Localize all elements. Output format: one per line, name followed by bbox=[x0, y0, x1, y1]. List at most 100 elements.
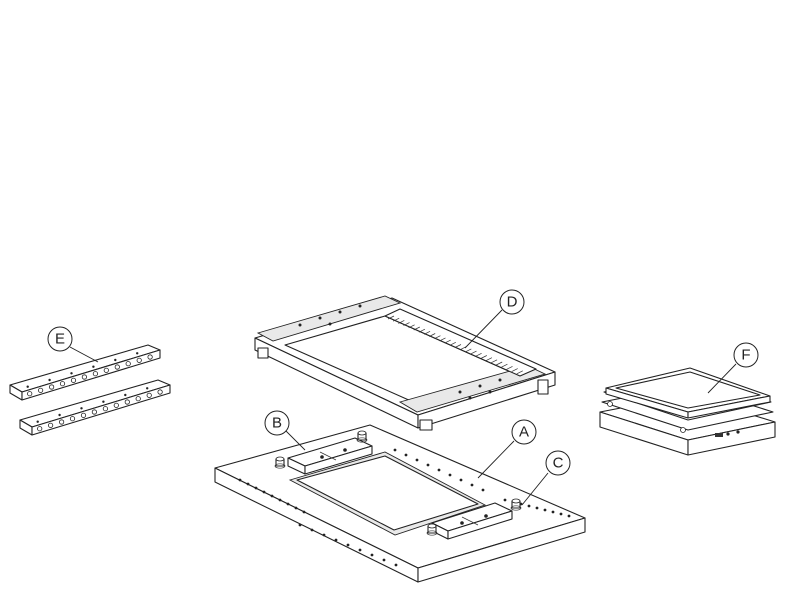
callout-f: F bbox=[707, 342, 759, 394]
rail-hole bbox=[113, 402, 119, 408]
rail-hole bbox=[70, 377, 77, 383]
rail-pin bbox=[124, 393, 127, 397]
rail-hole bbox=[80, 412, 87, 418]
frame-hole bbox=[318, 316, 322, 320]
frame-hole bbox=[338, 310, 342, 314]
plate-hole bbox=[404, 453, 408, 457]
callout-label-e: E bbox=[55, 331, 65, 348]
frame-tooth bbox=[434, 335, 441, 340]
plate-hole bbox=[370, 553, 374, 557]
rail-hole bbox=[124, 399, 130, 405]
standoff-top bbox=[427, 523, 437, 529]
rail-hole bbox=[147, 354, 153, 360]
frame-tooth bbox=[403, 322, 410, 326]
plate-hole bbox=[551, 510, 555, 514]
rail-hole bbox=[27, 391, 33, 397]
rail-pin bbox=[36, 420, 39, 423]
standoff-top bbox=[357, 430, 367, 436]
plate-hole bbox=[437, 468, 441, 472]
rail-hole bbox=[37, 387, 44, 393]
frame-tooth bbox=[387, 315, 395, 320]
rail-hole bbox=[69, 416, 76, 422]
plate-hole bbox=[543, 508, 547, 512]
plate-hole bbox=[448, 473, 452, 477]
rail-pin bbox=[146, 387, 149, 390]
frame-tooth bbox=[449, 341, 456, 346]
frame-tooth bbox=[475, 352, 482, 357]
frame-tooth bbox=[454, 344, 462, 348]
frame-tooth bbox=[439, 337, 446, 342]
frame-tooth bbox=[480, 355, 487, 359]
frame-tooth bbox=[423, 330, 431, 335]
plate-hole bbox=[415, 458, 419, 462]
rail-hole bbox=[135, 396, 141, 402]
plate-hole bbox=[393, 448, 397, 452]
callout-c: C bbox=[521, 450, 571, 506]
plate-hole bbox=[535, 506, 539, 510]
plate-hole bbox=[459, 478, 463, 482]
plate-hole bbox=[426, 463, 430, 467]
plate-hole bbox=[246, 482, 250, 486]
part-a-base-plate bbox=[214, 424, 586, 583]
frame-tooth bbox=[485, 357, 493, 362]
frame-hole bbox=[458, 390, 462, 394]
rail-hole bbox=[146, 392, 152, 398]
rail-pin bbox=[92, 365, 95, 368]
plate-hole bbox=[346, 543, 350, 547]
plate-hole bbox=[322, 533, 326, 537]
frame-hole bbox=[488, 390, 492, 394]
frame-tooth bbox=[444, 339, 451, 344]
frame-tooth bbox=[418, 328, 426, 333]
frame-tooth bbox=[490, 359, 498, 364]
frame-tooth bbox=[470, 350, 477, 355]
rail-pin bbox=[136, 352, 139, 355]
part-d-frame bbox=[254, 295, 556, 431]
frame-hole bbox=[298, 323, 302, 327]
frame-tooth bbox=[511, 368, 518, 372]
callout-label-a: A bbox=[519, 424, 529, 441]
callout-d: D bbox=[464, 289, 525, 349]
standoff-base bbox=[274, 463, 286, 469]
rail-hole bbox=[125, 361, 131, 367]
standoff-base bbox=[426, 530, 438, 536]
rail-hole bbox=[48, 384, 55, 390]
rail-pin bbox=[114, 358, 117, 362]
plate-hole bbox=[394, 563, 398, 567]
plate-hole bbox=[278, 498, 282, 502]
part-c-standoffs bbox=[274, 430, 522, 536]
frame-tooth bbox=[408, 324, 415, 329]
frame-hole bbox=[328, 322, 332, 326]
frame-tooth bbox=[393, 317, 400, 322]
plate-hole bbox=[567, 514, 571, 518]
plate-hole bbox=[310, 528, 314, 532]
callout-label-f: F bbox=[741, 347, 750, 364]
rail-hole bbox=[103, 367, 109, 373]
standoff-base bbox=[510, 505, 522, 511]
rail-hole bbox=[92, 371, 99, 377]
rail-hole bbox=[114, 364, 120, 370]
rail-hole bbox=[102, 406, 109, 412]
callout-e: E bbox=[47, 326, 99, 363]
rail-pin bbox=[48, 378, 51, 382]
frame-hole bbox=[468, 396, 472, 400]
rail-hole bbox=[37, 426, 43, 432]
frame-tooth bbox=[516, 370, 523, 375]
part-b-blocks bbox=[287, 437, 513, 540]
plate-hole bbox=[559, 512, 563, 516]
rail-pin bbox=[26, 385, 29, 388]
plate-hole bbox=[286, 502, 290, 506]
frame-tooth bbox=[506, 366, 513, 370]
rail-hole bbox=[58, 419, 65, 425]
plate-hole bbox=[294, 506, 298, 510]
rail-hole bbox=[136, 357, 142, 363]
callout-b: B bbox=[264, 410, 306, 451]
frame-tooth bbox=[398, 320, 405, 324]
callout-a: A bbox=[477, 419, 537, 479]
plate-hole bbox=[238, 478, 242, 482]
frame-tooth bbox=[501, 363, 508, 368]
frame-hole bbox=[358, 304, 362, 308]
plate-hole bbox=[382, 558, 386, 562]
plate-hole bbox=[254, 486, 258, 490]
standoff-top bbox=[275, 456, 285, 462]
